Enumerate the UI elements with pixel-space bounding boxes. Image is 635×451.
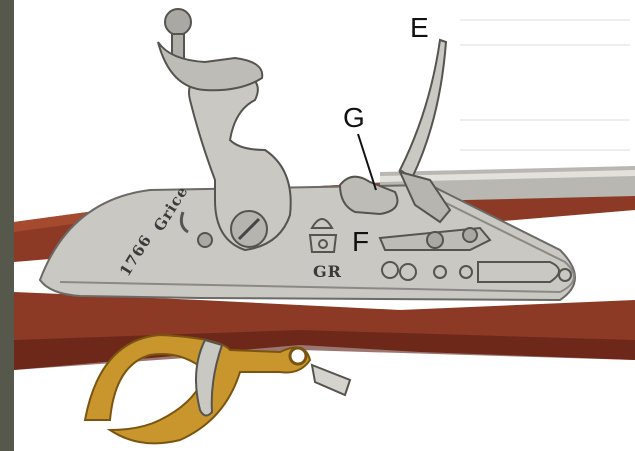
label-g: G [343,104,365,132]
blank-label-box [388,376,468,428]
cipher-engraving: GR [313,262,342,281]
label-e: E [410,14,429,42]
frizzen [400,40,446,178]
label-f: F [352,228,369,256]
sling-swivel [290,348,306,364]
background-texture [460,20,630,150]
cock-screw [165,9,191,35]
